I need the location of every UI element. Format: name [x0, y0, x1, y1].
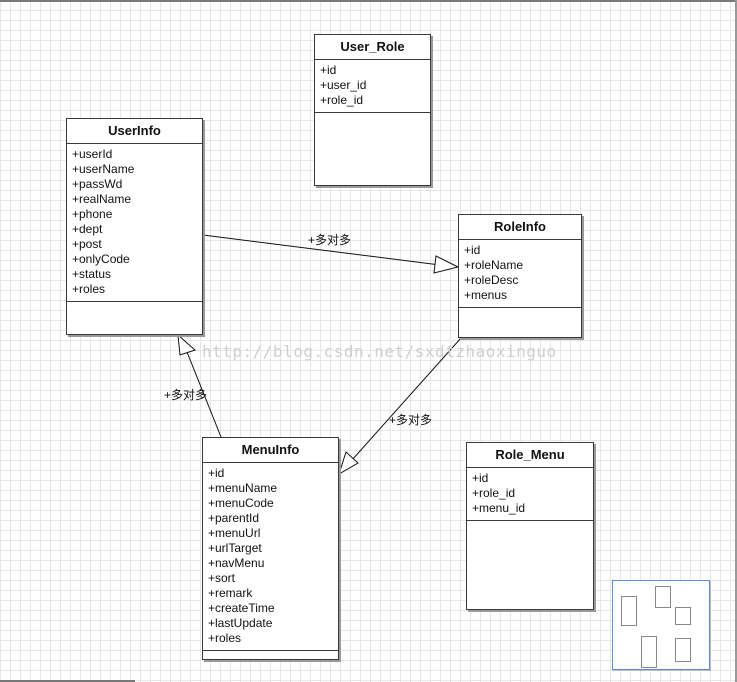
class-attribute: +userId: [72, 147, 113, 161]
class-attribute: +roleName: [464, 258, 524, 272]
class-attribute: +createTime: [208, 601, 275, 615]
class-attribute: +urlTarget: [208, 541, 262, 555]
class-attributes: +id +roleName +roleDesc +menus: [459, 240, 581, 308]
class-attribute: +sort: [208, 571, 236, 585]
watermark-text: http://blog.csdn.net/sxdtzhaoxinguo: [202, 342, 557, 361]
class-attribute: +menuCode: [208, 496, 274, 510]
class-attributes: +id +menuName +menuCode +parentId +menuU…: [203, 463, 338, 651]
class-attribute: +dept: [72, 222, 103, 236]
overview-minimap[interactable]: [612, 580, 710, 670]
class-attribute: +phone: [72, 207, 113, 221]
class-attribute: +roles: [208, 631, 242, 645]
minimap-class-thumb: [675, 607, 691, 625]
class-attribute: +roleDesc: [464, 273, 519, 287]
edge-label-menuinfo-userinfo: +多对多: [164, 388, 208, 402]
class-attribute: +post: [72, 237, 102, 251]
class-attribute: +realName: [72, 192, 132, 206]
class-attribute: +user_id: [320, 78, 367, 92]
arrowhead-userinfo: [177, 333, 196, 356]
class-roleinfo[interactable]: RoleInfo +id +roleName +roleDesc +menus: [458, 214, 582, 338]
class-attribute: +menuUrl: [208, 526, 261, 540]
minimap-class-thumb: [641, 636, 657, 668]
class-role-menu[interactable]: Role_Menu +id +role_id +menu_id: [466, 442, 594, 610]
class-menuinfo[interactable]: MenuInfo +id +menuName +menuCode +parent…: [202, 437, 339, 660]
minimap-class-thumb: [675, 638, 691, 662]
class-attribute: +status: [72, 267, 112, 281]
class-name: RoleInfo: [459, 215, 581, 240]
class-attribute: +menus: [464, 288, 508, 302]
canvas-top-border: [0, 0, 737, 2]
class-attribute: +parentId: [208, 511, 260, 525]
class-name: UserInfo: [67, 119, 202, 144]
edge-roleinfo-menuinfo[interactable]: [351, 337, 462, 461]
class-attribute: +id: [464, 243, 481, 257]
class-attribute: +menuName: [208, 481, 278, 495]
minimap-class-thumb: [655, 586, 671, 608]
class-attribute: +roles: [72, 282, 106, 296]
class-name: Role_Menu: [467, 443, 593, 468]
edge-menuinfo-userinfo[interactable]: [186, 351, 222, 438]
class-attribute: +remark: [208, 586, 253, 600]
class-attribute: +role_id: [320, 93, 364, 107]
class-attribute: +role_id: [472, 486, 516, 500]
class-user-role[interactable]: User_Role +id +user_id +role_id: [314, 34, 431, 186]
edge-label-userinfo-roleinfo: +多对多: [308, 233, 352, 247]
class-attribute: +id: [320, 63, 337, 77]
arrowhead-menuinfo: [338, 451, 359, 476]
class-attribute: +passWd: [72, 177, 123, 191]
class-name: User_Role: [315, 35, 430, 60]
minimap-class-thumb: [621, 596, 637, 626]
class-name: MenuInfo: [203, 438, 338, 463]
canvas-bottom-border: [0, 680, 135, 682]
canvas-scrollbar[interactable]: [735, 0, 737, 682]
class-attribute: +userName: [72, 162, 135, 176]
class-attribute: +onlyCode: [72, 252, 130, 266]
class-attribute: +navMenu: [208, 556, 265, 570]
class-attribute: +lastUpdate: [208, 616, 273, 630]
class-attributes: +id +user_id +role_id: [315, 60, 430, 113]
class-attributes: +id +role_id +menu_id: [467, 468, 593, 521]
edge-userinfo-roleinfo[interactable]: [202, 234, 441, 266]
class-attribute: +menu_id: [472, 501, 526, 515]
class-attributes: +userId +userName +passWd +realName +pho…: [67, 144, 202, 302]
class-attribute: +id: [208, 466, 225, 480]
arrowhead-roleinfo: [433, 255, 460, 274]
edge-label-roleinfo-menuinfo: +多对多: [389, 413, 433, 427]
class-attribute: +id: [472, 471, 489, 485]
class-userinfo[interactable]: UserInfo +userId +userName +passWd +real…: [66, 118, 203, 335]
